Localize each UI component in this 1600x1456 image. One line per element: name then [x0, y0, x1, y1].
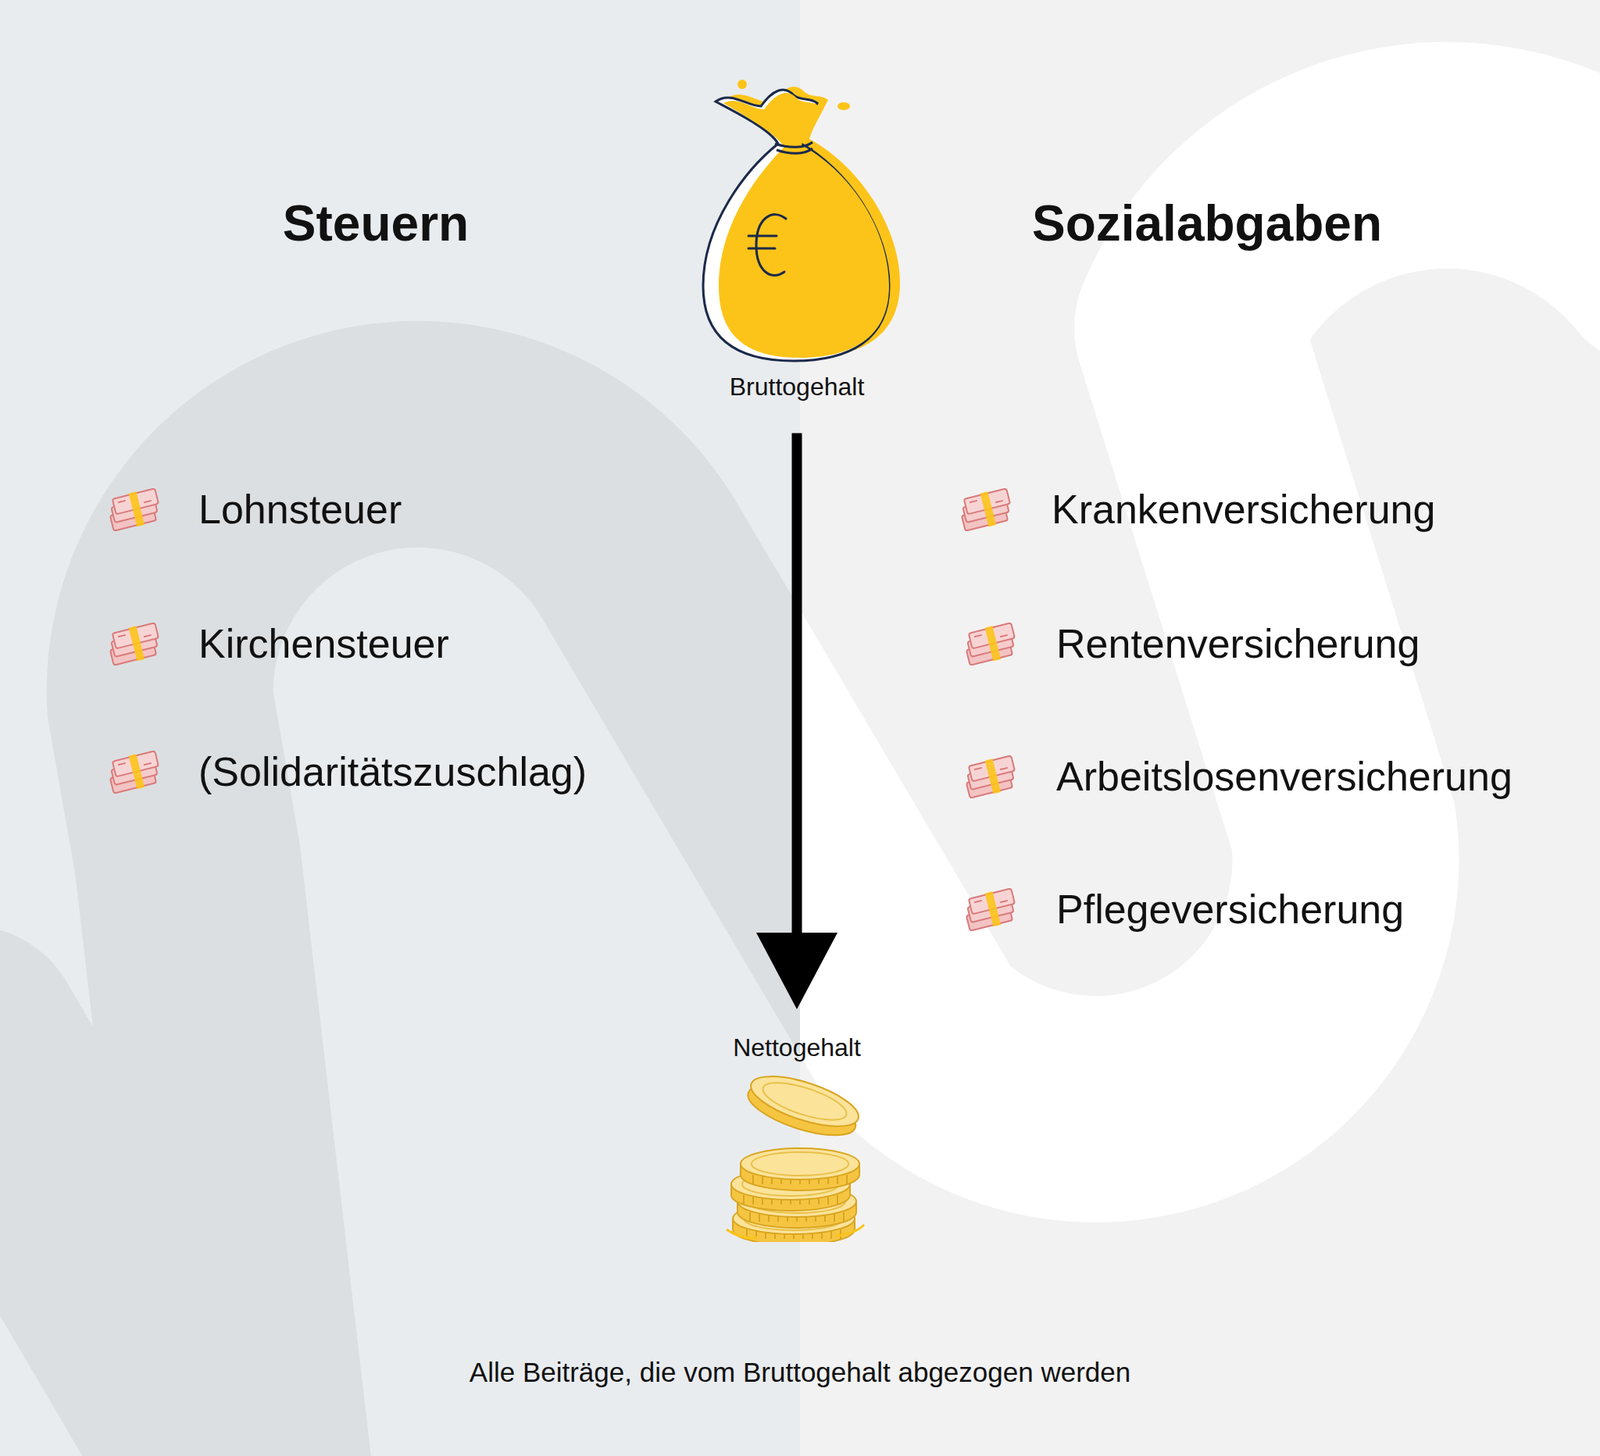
- coin-top: [742, 1066, 864, 1147]
- bag-outline: [703, 89, 890, 361]
- cash-icon: [957, 486, 1015, 533]
- coin-ridge: [752, 1175, 754, 1185]
- watermark: [0, 155, 800, 1456]
- sparkle: [737, 79, 747, 90]
- coin-ridge: [846, 1175, 848, 1185]
- net-salary-node: Nettogehalt: [679, 1032, 915, 1243]
- watermark: [800, 155, 1600, 1456]
- coin-ridge: [836, 1195, 839, 1205]
- contribution-item: Pflegeversicherung: [1056, 886, 1404, 934]
- tax-item: Lohnsteuer: [198, 486, 402, 534]
- flow-arrow: [756, 432, 838, 1010]
- cash-icon: [106, 486, 164, 533]
- bag-body: [718, 92, 890, 358]
- caption: Alle Beiträge, die vom Bruttogehalt abge…: [469, 1357, 1131, 1389]
- tax-item: (Solidaritätszuschlag): [198, 749, 587, 797]
- column-heading: Steuern: [282, 195, 469, 254]
- coin-rim: [751, 1152, 849, 1176]
- cash-icon: [962, 621, 1020, 667]
- column-heading: Sozialabgaben: [1032, 195, 1383, 254]
- tax-item: Kirchensteuer: [198, 621, 450, 668]
- node-label: Nettogehalt: [732, 1032, 861, 1063]
- bag-shadow: [714, 86, 900, 358]
- contribution-item: Krankenversicherung: [1051, 486, 1436, 534]
- cash-icon: [962, 753, 1020, 800]
- euro-sign: [748, 214, 786, 276]
- sparkle: [837, 102, 850, 111]
- cash-icon: [106, 621, 164, 667]
- arrow-shaft: [792, 432, 803, 940]
- money-bag: [687, 75, 907, 372]
- coin-rim: [758, 1075, 850, 1129]
- coin-face: [740, 1148, 860, 1180]
- contribution-item: Rentenversicherung: [1056, 621, 1420, 668]
- coin-face: [745, 1066, 865, 1137]
- cash-icon: [962, 886, 1020, 933]
- coin-ridge: [742, 1195, 745, 1205]
- coin-ridge: [749, 1212, 751, 1222]
- coin-stack: [718, 1062, 875, 1243]
- arrow-head: [756, 932, 838, 1010]
- node-label: Bruttogehalt: [729, 371, 865, 402]
- contribution-item: Arbeitslosenversicherung: [1056, 753, 1513, 801]
- coin-ridge: [842, 1212, 845, 1222]
- cash-icon: [106, 749, 164, 795]
- gross-salary-node: Bruttogehalt: [679, 75, 915, 402]
- bag-tie: [775, 142, 813, 154]
- shine: [726, 1225, 865, 1239]
